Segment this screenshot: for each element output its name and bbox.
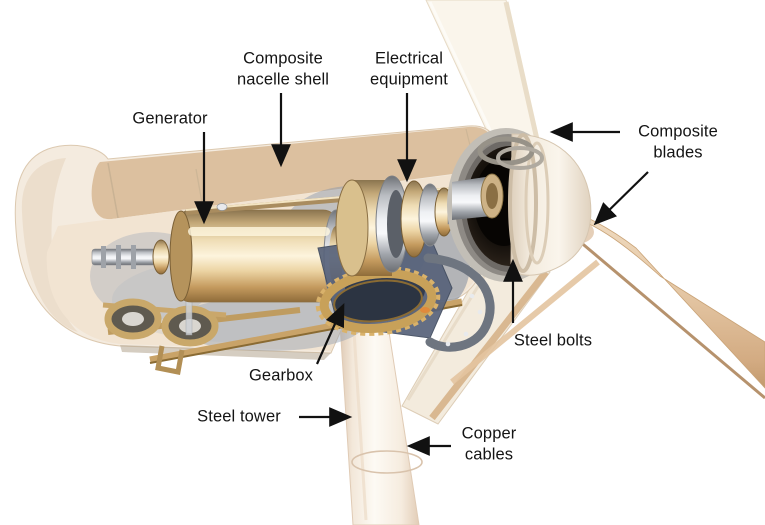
label-gearbox: Gearbox [249,366,313,385]
frame-rings [104,298,219,347]
label-electrical-equipment: Electrical equipment [370,49,448,89]
arrow-gearbox [315,302,345,365]
arrow-blades-lower [593,171,649,226]
label-copper-cables: Copper cables [461,424,517,464]
label-steel-tower: Steel tower [197,407,281,426]
label-nacelle-shell: Composite nacelle shell [236,49,330,89]
blade-right [555,207,765,400]
steel-tower [337,292,423,525]
label-generator: Generator [132,109,208,128]
label-steel-bolts: Steel bolts [513,331,593,350]
label-composite-blades: Composite blades [638,122,718,162]
spinner-cone [477,133,592,276]
